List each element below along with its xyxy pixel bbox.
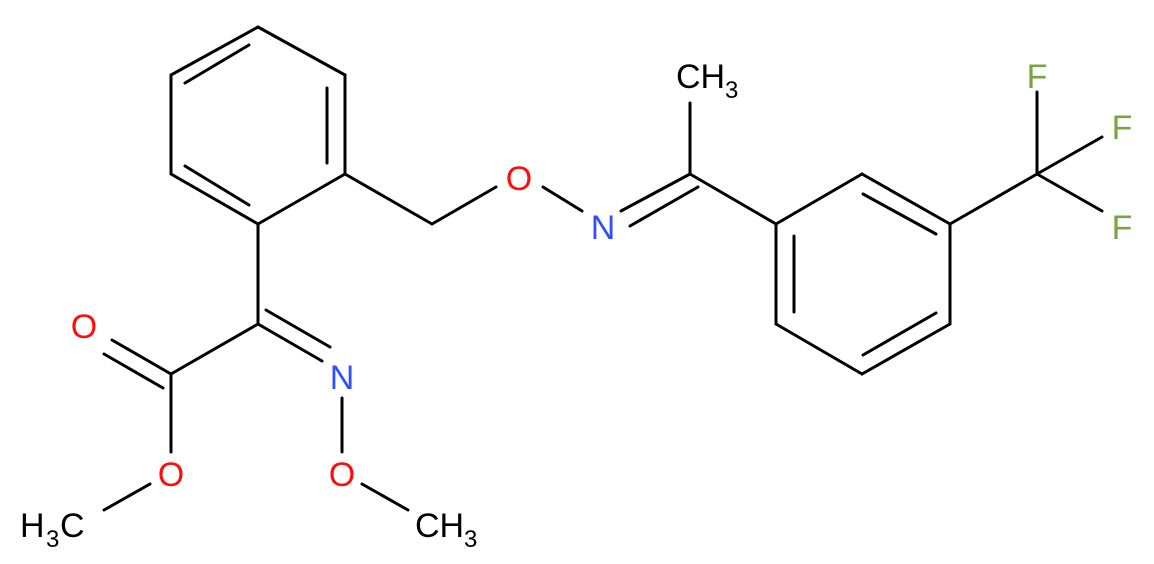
bond <box>256 25 347 77</box>
bond <box>264 308 332 349</box>
methyl-top-C-label: CH <box>676 58 725 96</box>
bond <box>774 322 864 376</box>
bond <box>183 43 251 85</box>
bond <box>628 185 700 228</box>
bond <box>169 322 260 376</box>
bond-lines <box>102 25 1104 512</box>
bond <box>256 322 324 363</box>
bond <box>1035 172 1104 213</box>
methyl-ester-C-label: C <box>60 507 85 545</box>
bond <box>774 172 864 226</box>
bond <box>360 482 410 512</box>
bond <box>102 352 165 390</box>
fluorine-2-label: F <box>1112 109 1133 147</box>
bond <box>688 172 778 226</box>
oxygen-ester-label: O <box>158 456 184 494</box>
bond <box>860 322 952 376</box>
nitrogen-oxime2-label: N <box>591 209 616 247</box>
bond <box>619 172 692 213</box>
bond <box>169 172 260 226</box>
bond <box>183 164 251 207</box>
fluorine-1-label: F <box>1027 58 1048 96</box>
bond <box>110 338 173 376</box>
atom-labels: O O H 3 C N O CH 3 O N CH 3 F F F <box>20 58 1132 553</box>
bond <box>541 185 584 213</box>
bond <box>948 172 1039 226</box>
methyl-methoxy-C-label: CH <box>415 507 464 545</box>
methyl-ester-H-label: H <box>20 507 45 545</box>
bond <box>860 172 952 226</box>
bond <box>861 311 938 357</box>
oxygen-methoxy-label: O <box>329 456 355 494</box>
methyl-top-subscript: 3 <box>725 77 738 104</box>
bond <box>343 172 434 226</box>
bond <box>169 25 260 77</box>
methyl-ester-subscript: 3 <box>46 526 59 553</box>
nitrogen-oxime1-label: N <box>330 359 355 397</box>
bond <box>256 172 347 226</box>
methyl-methoxy-subscript: 3 <box>464 526 477 553</box>
bond <box>430 185 498 226</box>
bond <box>102 482 152 512</box>
oxygen-carbonyl-label: O <box>71 308 97 346</box>
fluorine-3-label: F <box>1112 209 1133 247</box>
oxygen-oxime2-label: O <box>506 160 532 198</box>
bond <box>1035 135 1104 176</box>
bond <box>861 192 938 236</box>
